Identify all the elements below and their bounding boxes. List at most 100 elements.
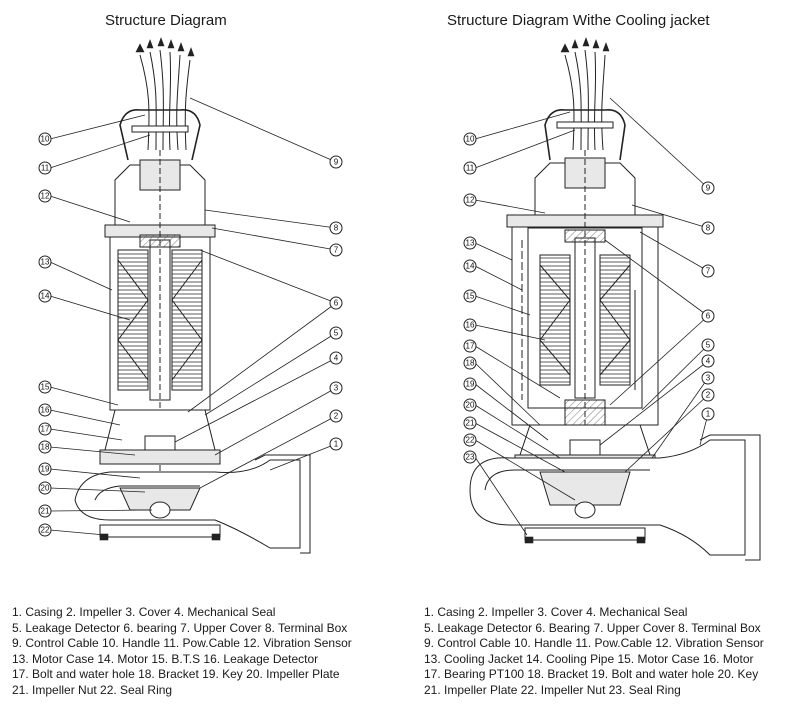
left-callout-14: 14 [38,289,52,303]
right-diagram-title: Structure Diagram Withe Cooling jacket [447,12,710,29]
legend-line: 17. Bolt and water hole 18. Bracket 19. … [12,667,340,681]
left-callout-3: 3 [329,381,343,395]
legend-line: 5. Leakage Detector 6. Bearing 7. Upper … [424,620,761,635]
left-callout-4: 4 [329,351,343,365]
right-pump-drawing [469,37,761,561]
legend-line: 1. Casing 2. Impeller 3. Cover 4. Mechan… [424,605,688,619]
svg-text:18: 18 [466,359,475,368]
left-callout-10: 10 [38,132,52,146]
left-callout-18: 18 [38,440,52,454]
right-callout-19: 19 [463,377,477,391]
svg-text:21: 21 [41,507,50,516]
svg-text:14: 14 [41,292,50,301]
svg-text:9: 9 [706,184,711,193]
svg-text:22: 22 [466,436,475,445]
svg-text:1: 1 [334,440,339,449]
right-callout-16: 16 [463,318,477,332]
left-pump-drawing [74,37,311,554]
svg-text:8: 8 [706,224,711,233]
pump-diagrams: 1 2 3 4 5 6 7 8 9 10 11 12 13 14 15 16 1… [38,37,761,561]
svg-text:10: 10 [41,135,50,144]
left-callout-15: 15 [38,380,52,394]
left-callout-20: 20 [38,481,52,495]
left-callout-17: 17 [38,422,52,436]
right-callout-23: 23 [463,450,477,464]
legend-line: 9. Control Cable 10. Handle 11. Pow.Cabl… [424,636,764,650]
right-callout-17: 17 [463,339,477,353]
svg-text:23: 23 [466,453,475,462]
svg-text:3: 3 [706,374,711,383]
right-callout-4: 4 [701,354,715,368]
left-callout-19: 19 [38,462,52,476]
right-callout-18: 18 [463,356,477,370]
right-callout-12: 12 [463,193,477,207]
left-callout-22: 22 [38,523,52,537]
right-callout-10: 10 [463,132,477,146]
svg-text:3: 3 [334,384,339,393]
left-callout-11: 11 [38,161,52,175]
svg-text:20: 20 [41,484,50,493]
legend-line: 21. Impeller Plate 22. Impeller Nut 23. … [424,682,681,697]
right-callout-13: 13 [463,236,477,250]
svg-text:5: 5 [706,341,711,350]
right-callout-15: 15 [463,289,477,303]
right-callout-6: 6 [701,309,715,323]
svg-text:5: 5 [334,329,339,338]
svg-text:11: 11 [466,164,475,173]
svg-text:15: 15 [41,383,50,392]
left-callout-9: 9 [329,155,343,169]
legend-line: 21. Impeller Nut 22. Seal Ring [12,682,173,697]
left-callout-13: 13 [38,255,52,269]
left-callout-7: 7 [329,243,343,257]
svg-text:16: 16 [41,406,50,415]
right-callout-22: 22 [463,433,477,447]
left-callout-2: 2 [329,409,343,423]
right-leader-lines [474,97,709,536]
legend-line: 13. Cooling Jacket 14. Cooling Pipe 15. … [424,651,754,666]
right-callout-8: 8 [701,221,715,235]
svg-text:6: 6 [334,299,339,308]
right-callout-2: 2 [701,388,715,402]
left-callout-1: 1 [329,437,343,451]
legend-line: 1. Casing 2. Impeller 3. Cover 4. Mechan… [12,605,276,619]
left-diagram-title: Structure Diagram [105,12,227,29]
right-callout-14: 14 [463,259,477,273]
right-parts-legend: 1. Casing 2. Impeller 3. Cover 4. Mechan… [424,605,764,698]
svg-text:14: 14 [466,262,475,271]
right-callout-20: 20 [463,398,477,412]
svg-text:4: 4 [334,354,339,363]
svg-text:2: 2 [706,391,711,400]
left-callout-12: 12 [38,189,52,203]
left-callout-5: 5 [329,326,343,340]
right-callout-11: 11 [463,161,477,175]
left-callout-16: 16 [38,403,52,417]
svg-text:7: 7 [334,246,339,255]
svg-text:12: 12 [466,196,475,205]
svg-text:9: 9 [334,158,339,167]
svg-text:22: 22 [41,526,50,535]
svg-text:13: 13 [41,258,50,267]
svg-text:20: 20 [466,401,475,410]
right-callout-7: 7 [701,264,715,278]
legend-line: 9. Control Cable 10. Handle 11. Pow.Cabl… [12,636,352,650]
svg-text:19: 19 [41,465,50,474]
svg-text:18: 18 [41,443,50,452]
legend-line: 17. Bearing PT100 18. Bracket 19. Bolt a… [424,667,759,681]
right-callout-1: 1 [701,407,715,421]
svg-text:2: 2 [334,412,339,421]
svg-text:17: 17 [466,342,475,351]
left-leader-lines [49,97,337,536]
svg-text:12: 12 [41,192,50,201]
svg-text:8: 8 [334,224,339,233]
svg-text:21: 21 [466,419,475,428]
left-parts-legend: 1. Casing 2. Impeller 3. Cover 4. Mechan… [12,605,352,698]
svg-text:13: 13 [466,239,475,248]
right-callout-5: 5 [701,338,715,352]
svg-text:11: 11 [41,164,50,173]
left-callout-8: 8 [329,221,343,235]
svg-text:1: 1 [706,410,711,419]
left-callout-6: 6 [329,296,343,310]
legend-line: 5. Leakage Detector 6. bearing 7. Upper … [12,620,348,635]
svg-text:16: 16 [466,321,475,330]
left-callout-21: 21 [38,504,52,518]
